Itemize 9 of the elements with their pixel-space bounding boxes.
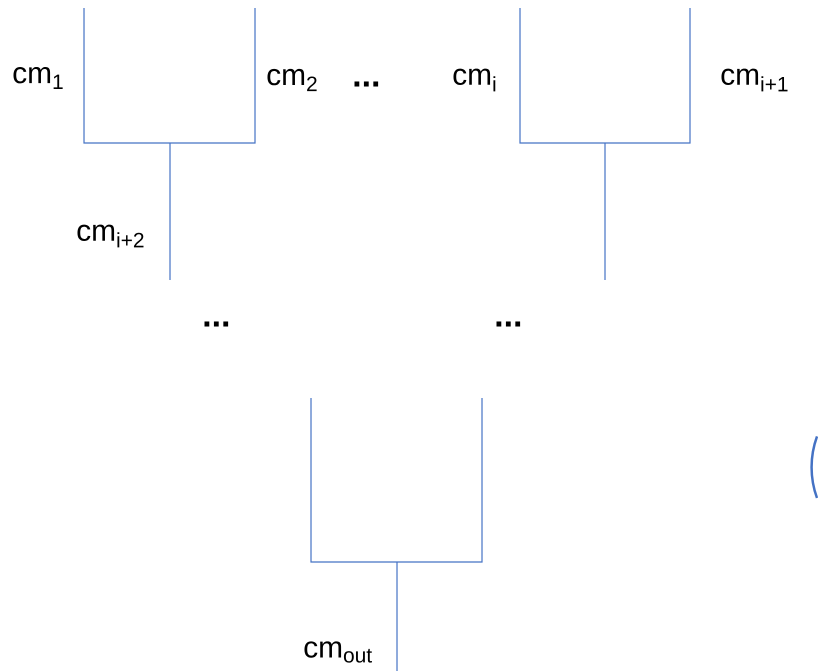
signal-label: cm$_{out}$: [304, 641, 372, 663]
signal-label: cm$_{i}$: [453, 68, 496, 92]
signal-label: cm$_{1}$: [13, 67, 63, 89]
ellipsis: ...: [496, 321, 520, 327]
signal-label: cm$_{i+2}$: [77, 224, 144, 248]
signal-label: cm$_{i+1}$: [721, 68, 788, 92]
ellipsis: ...: [204, 321, 228, 327]
ellipsis: ...: [354, 81, 378, 87]
signal-label: cm$_{2}$: [267, 68, 317, 92]
